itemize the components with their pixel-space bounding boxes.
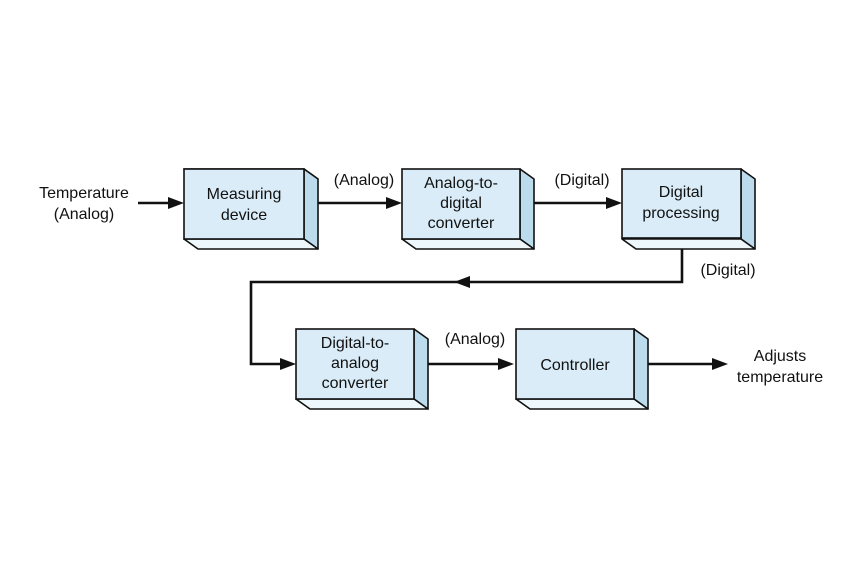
block-adc-line-1: Analog-to- — [424, 175, 498, 192]
block-dac-line-2: analog — [331, 355, 379, 372]
connector-dac-to-controller — [414, 358, 514, 370]
block-measuring-line-2: device — [221, 207, 267, 224]
connector-input-to-measuring — [138, 197, 184, 209]
block-processing-line-1: Digital — [659, 184, 703, 201]
block-digital-processing: Digital processing — [621, 168, 756, 250]
signal-label-adc-to-processing: (Digital) — [554, 172, 609, 189]
connector-processing-to-dac — [249, 238, 684, 370]
input-label-line-2: (Analog) — [54, 206, 114, 223]
signal-label-processing-to-dac: (Digital) — [700, 262, 755, 279]
block-controller: Controller — [515, 328, 649, 410]
signal-label-dac-to-controller: (Analog) — [445, 331, 505, 348]
block-adc: Analog-to- digital converter — [401, 168, 535, 250]
block-controller-label: Controller — [540, 357, 610, 374]
block-measuring-line-1: Measuring — [207, 186, 282, 203]
block-adc-line-3: converter — [428, 215, 495, 232]
output-label-line-1: Adjusts — [754, 348, 806, 365]
output-label-line-2: temperature — [737, 369, 823, 386]
block-processing-line-2: processing — [642, 205, 719, 222]
output-label: Adjusts temperature — [737, 348, 823, 386]
block-measuring-device: Measuring device — [183, 168, 319, 250]
block-dac-line-1: Digital-to- — [321, 335, 389, 352]
input-label-line-1: Temperature — [39, 185, 129, 202]
signal-label-measuring-to-adc: (Analog) — [334, 172, 394, 189]
connector-adc-to-processing — [520, 197, 622, 209]
block-adc-line-2: digital — [440, 195, 482, 212]
input-label: Temperature (Analog) — [39, 185, 129, 223]
block-dac: Digital-to- analog converter — [295, 328, 429, 410]
block-dac-line-3: converter — [322, 375, 389, 392]
